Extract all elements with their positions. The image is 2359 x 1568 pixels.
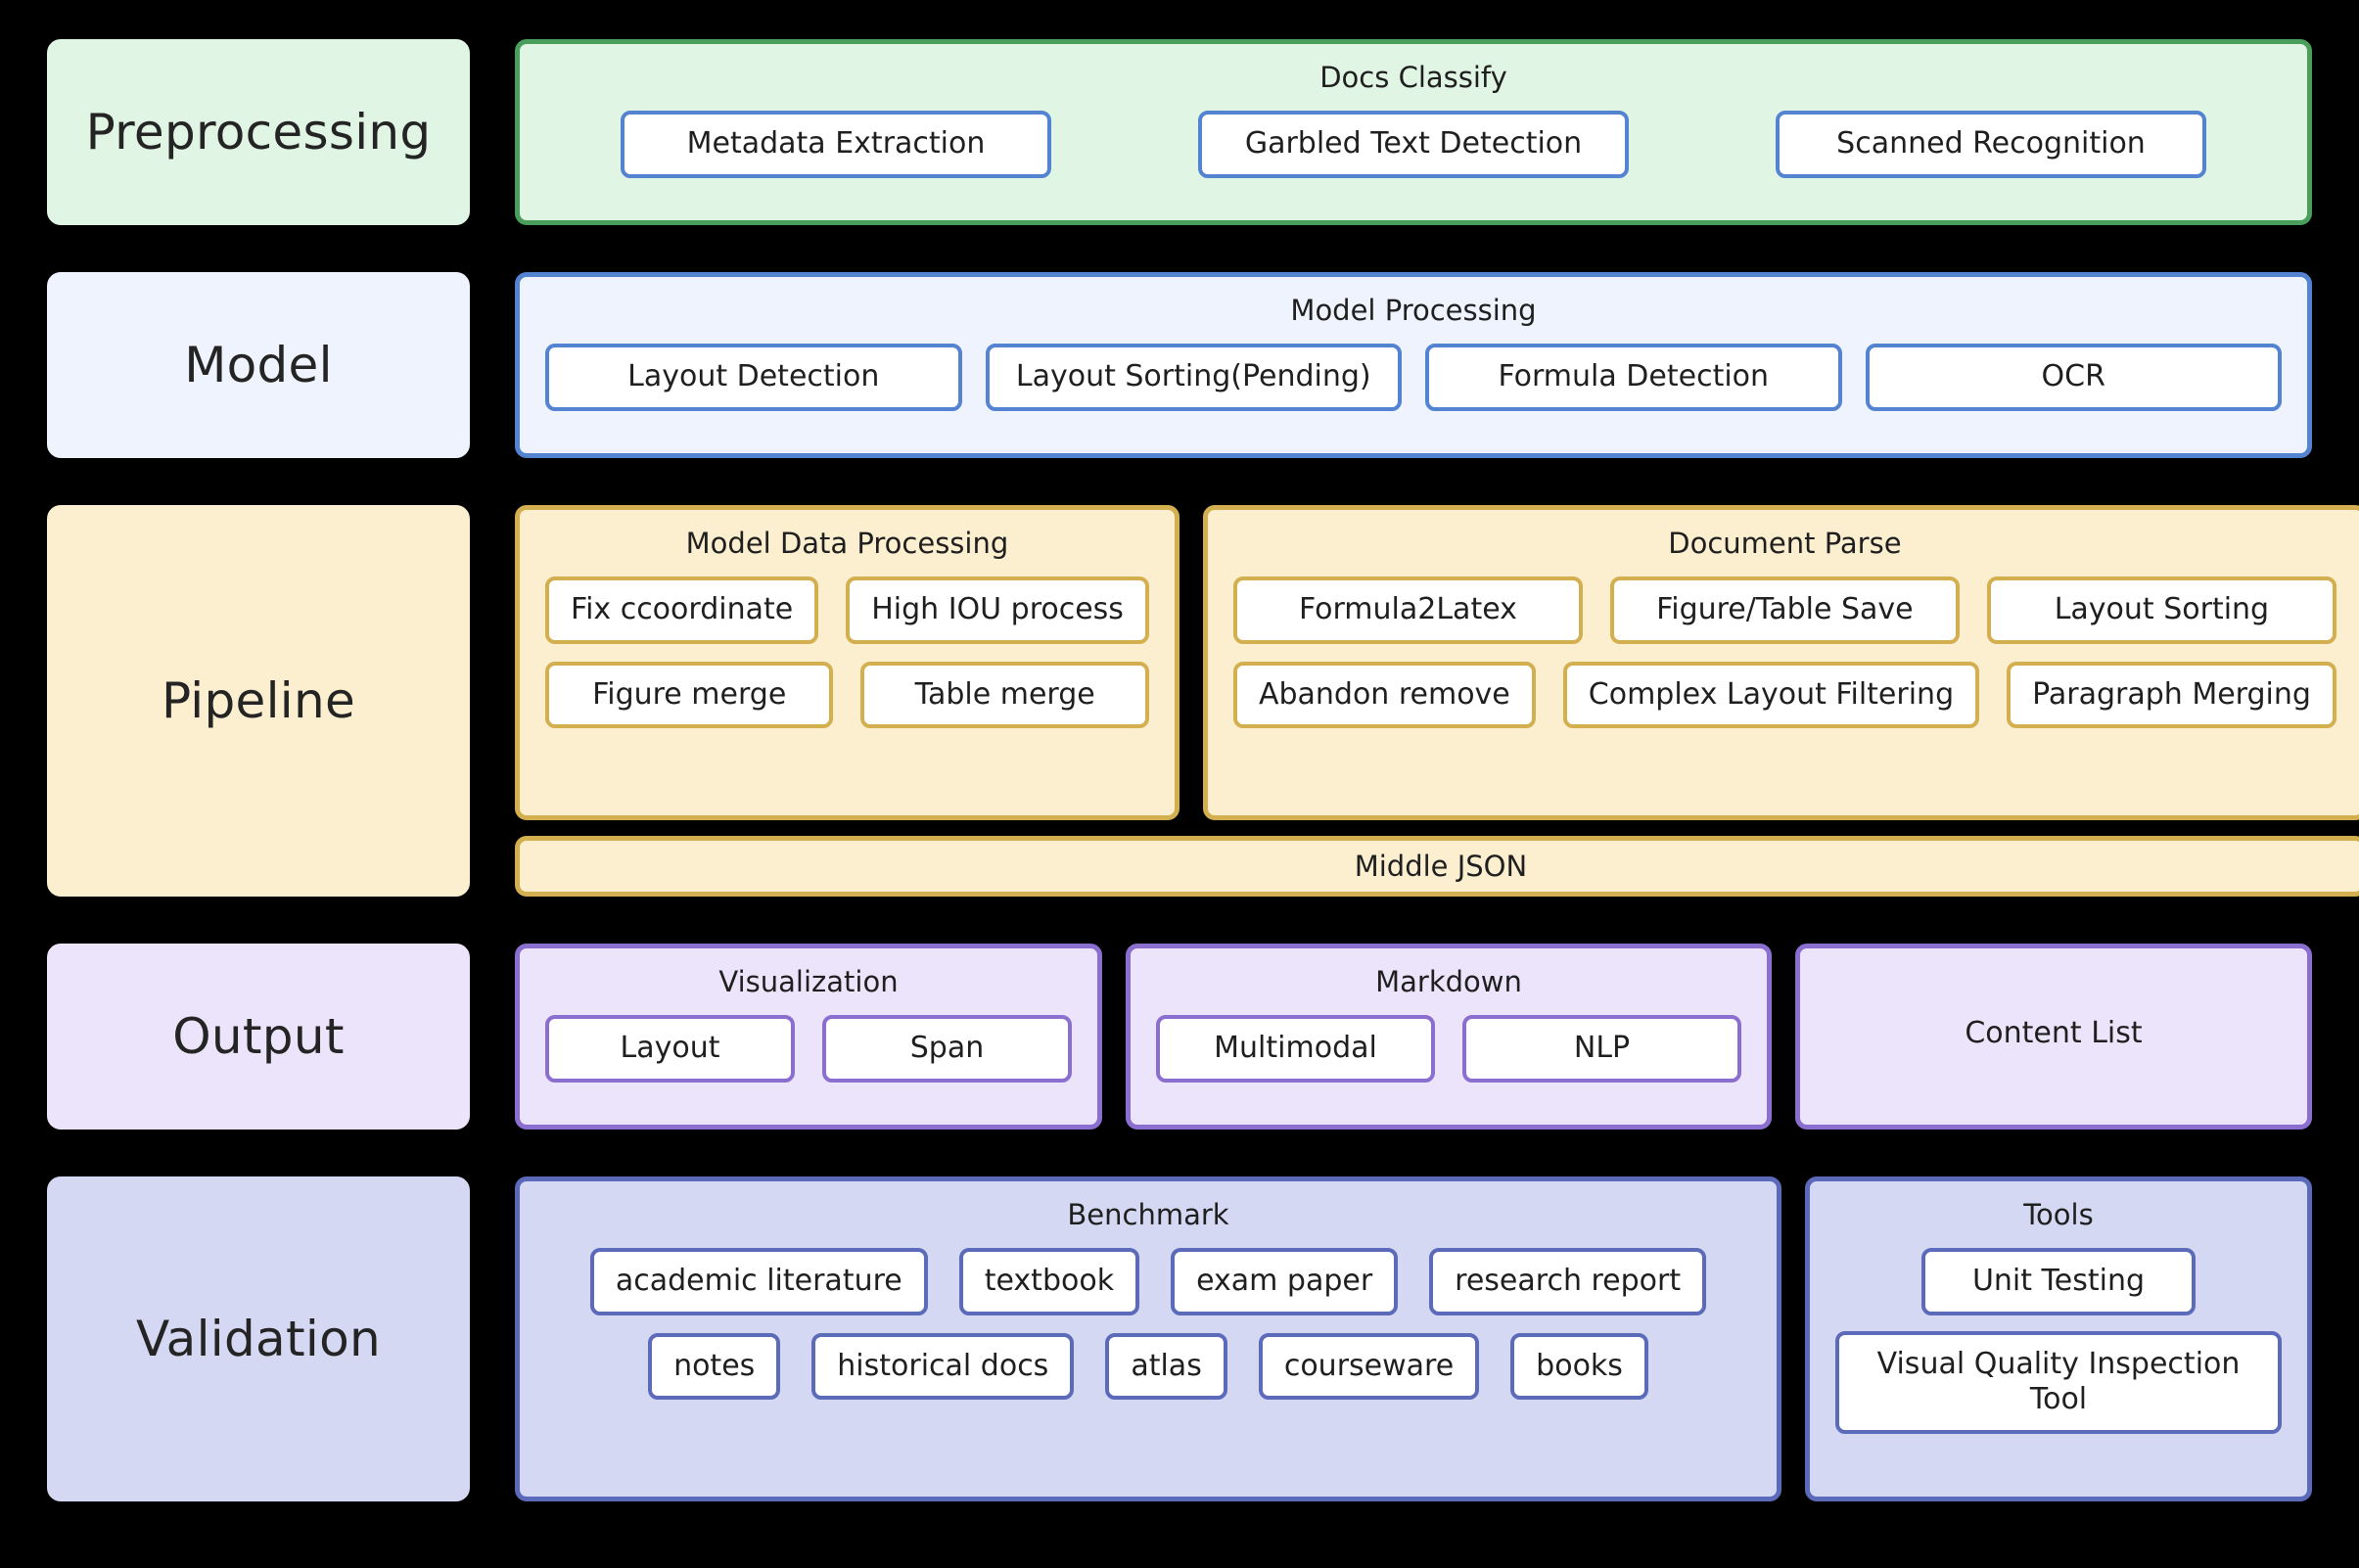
chip-unit-testing[interactable]: Unit Testing bbox=[1921, 1248, 2196, 1315]
stage-label-model-text: Model bbox=[184, 337, 333, 393]
chip-exam-paper[interactable]: exam paper bbox=[1171, 1248, 1399, 1315]
tools-line-1: Unit Testing bbox=[1835, 1248, 2282, 1315]
markdown-rows: Multimodal NLP bbox=[1156, 1015, 1741, 1083]
group-model-processing: Model Processing Layout Detection Layout… bbox=[515, 272, 2312, 458]
bar-middle-json-label: Middle JSON bbox=[1354, 850, 1528, 883]
stage-row-preprocessing: Preprocessing Docs Classify Metadata Ext… bbox=[47, 39, 2312, 225]
group-tools: Tools Unit Testing Visual Quality Inspec… bbox=[1805, 1176, 2312, 1501]
chip-table-merge[interactable]: Table merge bbox=[860, 661, 1149, 729]
output-body: Visualization Layout Span Markdown Multi… bbox=[515, 944, 2312, 1130]
model-processing-rows: Layout Detection Layout Sorting(Pending)… bbox=[545, 344, 2282, 411]
docs-classify-line-1: Metadata Extraction Garbled Text Detecti… bbox=[545, 111, 2282, 178]
chip-nlp[interactable]: NLP bbox=[1462, 1015, 1741, 1083]
group-benchmark: Benchmark academic literature textbook e… bbox=[515, 1176, 1781, 1501]
chip-historical-docs[interactable]: historical docs bbox=[811, 1332, 1075, 1401]
group-title-document-parse: Document Parse bbox=[1668, 527, 1902, 560]
tools-rows: Unit Testing Visual Quality Inspection T… bbox=[1835, 1248, 2282, 1435]
chip-research-report[interactable]: research report bbox=[1429, 1248, 1707, 1315]
chip-visual-quality-inspection-tool[interactable]: Visual Quality Inspection Tool bbox=[1835, 1330, 2282, 1435]
docs-classify-rows: Metadata Extraction Garbled Text Detecti… bbox=[545, 111, 2282, 178]
chip-books[interactable]: books bbox=[1510, 1332, 1648, 1401]
chip-high-iou-process[interactable]: High IOU process bbox=[846, 576, 1149, 644]
benchmark-line-1: academic literature textbook exam paper … bbox=[545, 1248, 1751, 1315]
preprocessing-body: Docs Classify Metadata Extraction Garble… bbox=[515, 39, 2312, 225]
group-document-parse: Document Parse Formula2Latex Figure/Tabl… bbox=[1202, 505, 2359, 820]
validation-body: Benchmark academic literature textbook e… bbox=[515, 1176, 2312, 1501]
chip-layout-sorting-pending[interactable]: Layout Sorting(Pending) bbox=[985, 344, 1402, 411]
stage-row-validation: Validation Benchmark academic literature… bbox=[47, 1176, 2312, 1501]
group-title-model-processing: Model Processing bbox=[1290, 294, 1537, 327]
document-parse-line-2: Abandon remove Complex Layout Filtering … bbox=[1232, 661, 2336, 729]
model-data-processing-rows: Fix ccoordinate High IOU process Figure … bbox=[545, 576, 1149, 729]
group-title-visualization: Visualization bbox=[718, 965, 899, 998]
stage-label-validation: Validation bbox=[47, 1176, 470, 1501]
tools-line-2: Visual Quality Inspection Tool bbox=[1835, 1330, 2282, 1435]
model-body: Model Processing Layout Detection Layout… bbox=[515, 272, 2312, 458]
chip-figure-table-save[interactable]: Figure/Table Save bbox=[1609, 576, 1960, 644]
stage-row-pipeline: Pipeline Model Data Processing Fix ccoor… bbox=[47, 505, 2359, 897]
chip-layout-detection[interactable]: Layout Detection bbox=[545, 344, 962, 411]
chip-notes[interactable]: notes bbox=[648, 1332, 781, 1401]
stage-label-output: Output bbox=[47, 944, 470, 1130]
model-processing-line-1: Layout Detection Layout Sorting(Pending)… bbox=[545, 344, 2282, 411]
stage-label-output-text: Output bbox=[172, 1008, 345, 1065]
pipeline-body: Model Data Processing Fix ccoordinate Hi… bbox=[515, 505, 2359, 897]
stage-label-model: Model bbox=[47, 272, 470, 458]
group-docs-classify: Docs Classify Metadata Extraction Garble… bbox=[515, 39, 2312, 225]
stage-label-pipeline-text: Pipeline bbox=[161, 672, 356, 729]
chip-formula-detection[interactable]: Formula Detection bbox=[1425, 344, 1842, 411]
stage-row-model: Model Model Processing Layout Detection … bbox=[47, 272, 2312, 458]
group-visualization: Visualization Layout Span bbox=[515, 944, 1102, 1130]
benchmark-line-2: notes historical docs atlas courseware b… bbox=[545, 1332, 1751, 1401]
benchmark-rows: academic literature textbook exam paper … bbox=[545, 1248, 1751, 1401]
chip-multimodal[interactable]: Multimodal bbox=[1156, 1015, 1435, 1083]
stage-label-preprocessing: Preprocessing bbox=[47, 39, 470, 225]
group-title-content-list: Content List bbox=[1965, 1016, 2143, 1051]
visualization-rows: Layout Span bbox=[545, 1015, 1072, 1083]
group-title-markdown: Markdown bbox=[1375, 965, 1522, 998]
chip-fix-ccoordinate[interactable]: Fix ccoordinate bbox=[545, 576, 819, 644]
chip-figure-merge[interactable]: Figure merge bbox=[545, 661, 834, 729]
preprocessing-columns: Docs Classify Metadata Extraction Garble… bbox=[515, 39, 2312, 225]
chip-ocr[interactable]: OCR bbox=[1865, 344, 2282, 411]
chip-layout[interactable]: Layout bbox=[545, 1015, 795, 1083]
markdown-line-1: Multimodal NLP bbox=[1156, 1015, 1741, 1083]
model-columns: Model Processing Layout Detection Layout… bbox=[515, 272, 2312, 458]
document-parse-rows: Formula2Latex Figure/Table Save Layout S… bbox=[1232, 576, 2336, 729]
visualization-line-1: Layout Span bbox=[545, 1015, 1072, 1083]
validation-columns: Benchmark academic literature textbook e… bbox=[515, 1176, 2312, 1501]
chip-abandon-remove[interactable]: Abandon remove bbox=[1232, 661, 1536, 729]
chip-span[interactable]: Span bbox=[822, 1015, 1072, 1083]
group-title-docs-classify: Docs Classify bbox=[1319, 61, 1507, 94]
stage-label-validation-text: Validation bbox=[136, 1311, 381, 1367]
stage-label-preprocessing-text: Preprocessing bbox=[85, 104, 432, 161]
group-model-data-processing: Model Data Processing Fix ccoordinate Hi… bbox=[515, 505, 1180, 820]
pipeline-columns: Model Data Processing Fix ccoordinate Hi… bbox=[515, 505, 2359, 820]
bar-middle-json[interactable]: Middle JSON bbox=[515, 836, 2359, 897]
chip-layout-sorting[interactable]: Layout Sorting bbox=[1986, 576, 2336, 644]
chip-scanned-recognition[interactable]: Scanned Recognition bbox=[1776, 111, 2206, 178]
group-content-list[interactable]: Content List bbox=[1795, 944, 2312, 1130]
chip-formula2latex[interactable]: Formula2Latex bbox=[1232, 576, 1583, 644]
chip-complex-layout-filtering[interactable]: Complex Layout Filtering bbox=[1562, 661, 1980, 729]
group-title-tools: Tools bbox=[2023, 1198, 2094, 1231]
output-columns: Visualization Layout Span Markdown Multi… bbox=[515, 944, 2312, 1130]
chip-paragraph-merging[interactable]: Paragraph Merging bbox=[2007, 661, 2336, 729]
stage-label-pipeline: Pipeline bbox=[47, 505, 470, 897]
model-data-processing-line-1: Fix ccoordinate High IOU process bbox=[545, 576, 1149, 644]
chip-courseware[interactable]: courseware bbox=[1258, 1332, 1480, 1401]
group-markdown: Markdown Multimodal NLP bbox=[1126, 944, 1772, 1130]
chip-atlas[interactable]: atlas bbox=[1105, 1332, 1227, 1401]
model-data-processing-line-2: Figure merge Table merge bbox=[545, 661, 1149, 729]
chip-metadata-extraction[interactable]: Metadata Extraction bbox=[621, 111, 1051, 178]
group-title-benchmark: Benchmark bbox=[1067, 1198, 1229, 1231]
chip-academic-literature[interactable]: academic literature bbox=[589, 1248, 928, 1315]
group-title-model-data-processing: Model Data Processing bbox=[685, 527, 1009, 560]
document-parse-line-1: Formula2Latex Figure/Table Save Layout S… bbox=[1232, 576, 2336, 644]
stage-row-output: Output Visualization Layout Span Markdow… bbox=[47, 944, 2312, 1130]
chip-garbled-text-detection[interactable]: Garbled Text Detection bbox=[1198, 111, 1629, 178]
chip-textbook[interactable]: textbook bbox=[958, 1248, 1140, 1315]
